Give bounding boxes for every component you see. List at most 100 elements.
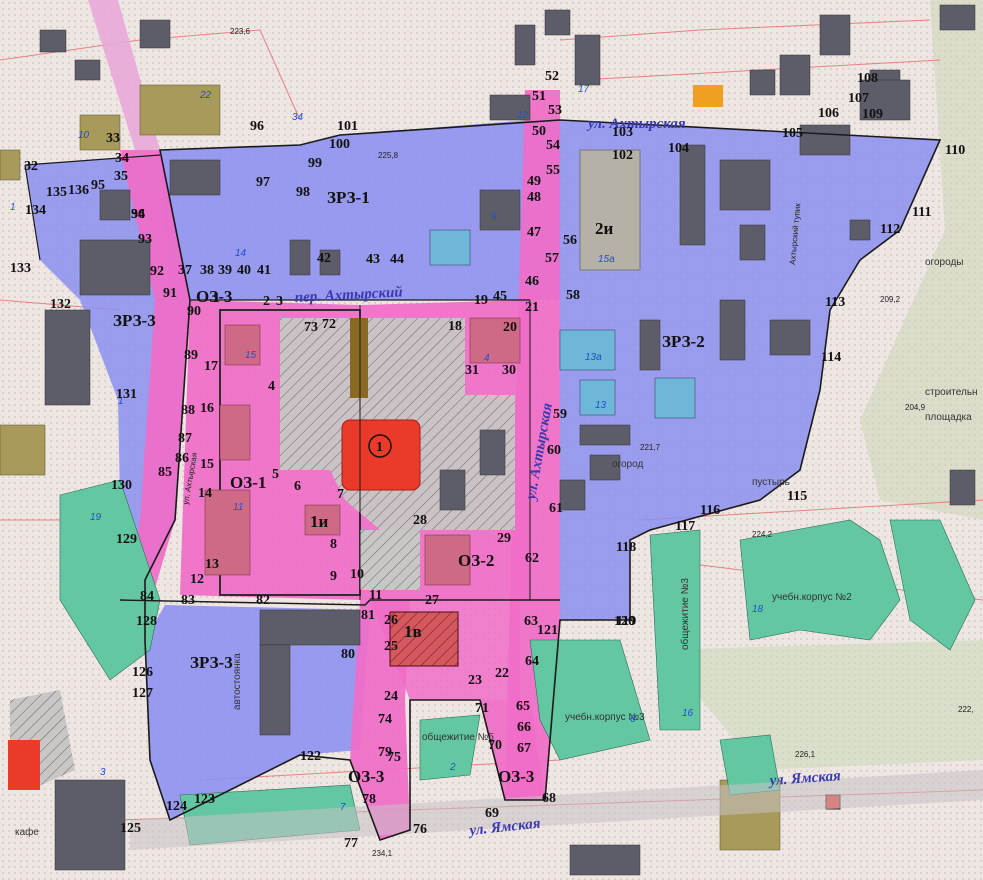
zone-label-zrz3-top: ЗРЗ-3: [113, 311, 156, 330]
blue-number: 16: [682, 708, 694, 719]
boundary-point-number: 80: [341, 647, 355, 662]
street-label-per-akhtyrsky: пер. Ахтырский: [294, 284, 403, 306]
boundary-point-number: 39: [218, 263, 232, 278]
boundary-point-number: 50: [532, 124, 546, 139]
boundary-point-number: 96: [250, 119, 264, 134]
boundary-point-number: 92: [150, 264, 164, 279]
zone-inner-line: [119, 599, 560, 606]
boundary-point-number: 110: [945, 143, 965, 158]
boundary-point-number: 58: [566, 288, 580, 303]
boundary-point-number: 129: [116, 532, 137, 547]
zone-label-zrz2: ЗРЗ-2: [662, 332, 705, 351]
boundary-point-number: 48: [527, 190, 541, 205]
boundary-point-number: 102: [612, 148, 633, 163]
boundary-point-number: 99: [308, 156, 322, 171]
boundary-point-number: 26: [384, 613, 398, 628]
boundary-point-number: 45: [493, 289, 507, 304]
boundary-point-number: 111: [912, 205, 931, 220]
boundary-point-number: 54: [546, 138, 560, 153]
boundary-point-number: 101: [337, 119, 358, 134]
boundary-point-number: 28: [413, 513, 427, 528]
boundary-point-number: 132: [50, 297, 71, 312]
label-pustyr: пустырь: [752, 477, 790, 488]
boundary-point-number: 18: [448, 319, 462, 334]
boundary-point-number: 41: [257, 263, 271, 278]
zone-label-oz2: ОЗ-2: [458, 551, 494, 570]
boundary-point-number: 119: [616, 614, 636, 629]
spot-height: 204,9: [905, 403, 926, 412]
boundary-point-number: 82: [256, 593, 270, 608]
boundary-point-number: 67: [517, 741, 531, 756]
label-kafe: кафе: [15, 826, 39, 838]
boundary-point-number: 11: [369, 588, 382, 603]
spot-height: 224,2: [752, 530, 773, 539]
boundary-point-number: 136: [68, 183, 89, 198]
building-label-ucheb3: учебн.корпус №3: [565, 711, 645, 723]
boundary-point-number: 104: [668, 141, 689, 156]
boundary-point-number: 75: [387, 750, 401, 765]
label-ploshch: площадка: [925, 412, 972, 423]
boundary-point-number: 91: [163, 286, 177, 301]
blue-number: 17: [578, 84, 590, 95]
blue-number: 18: [752, 604, 764, 615]
boundary-point-number: 5: [272, 467, 279, 482]
boundary-point-number: 37: [178, 263, 192, 278]
boundary-point-number: 66: [517, 720, 531, 735]
boundary-point-number: 89: [184, 348, 198, 363]
zone-label-zrz3-bottom: ЗРЗ-3: [190, 653, 233, 672]
zone-inner-line: [359, 300, 531, 600]
boundary-point-number: 24: [384, 689, 398, 704]
zone-label-zrz1: ЗРЗ-1: [327, 188, 370, 207]
boundary-point-number: 95: [91, 178, 105, 193]
object-1-marker: [368, 434, 392, 458]
boundary-point-number: 100: [329, 137, 350, 152]
spot-height: 223,6: [230, 27, 251, 36]
object-1-label: 1: [376, 440, 383, 455]
boundary-point-number: 133: [10, 261, 31, 276]
boundary-point-number: 38: [200, 263, 214, 278]
blue-number: 6: [630, 714, 636, 725]
zone-label-oz3-right: ОЗ-3: [498, 767, 534, 786]
boundary-point-number: 27: [425, 593, 439, 608]
boundary-point-number: 25: [384, 639, 398, 654]
terrain-area: [860, 0, 983, 520]
boundary-point-number: 4: [268, 379, 275, 394]
boundary-point-number: 35: [114, 169, 128, 184]
boundary-point-number: 40: [237, 263, 251, 278]
boundary-point-number: 13: [205, 557, 219, 572]
boundary-point-number: 121: [537, 623, 558, 638]
boundary-point-number: 113: [825, 295, 845, 310]
street-label-yamskaya: ул. Ямская: [767, 768, 841, 789]
boundary-point-number: 51: [532, 89, 546, 104]
boundary-point-number: 34: [115, 151, 129, 166]
boundary-point-number: 106: [818, 106, 839, 121]
blue-number: 7: [340, 802, 346, 813]
boundary-point-number: 97: [256, 175, 270, 190]
blue-number: 22: [199, 90, 212, 101]
boundary-point-number: 49: [527, 174, 541, 189]
boundary-point-number: 56: [563, 233, 577, 248]
boundary-point-number: 90: [187, 304, 201, 319]
boundary-point-number: 126: [132, 665, 153, 680]
boundary-point-number: 65: [516, 699, 530, 714]
boundary-point-number: 117: [675, 519, 695, 534]
boundary-point-number: 94: [131, 207, 145, 222]
boundary-point-number: 44: [390, 252, 404, 267]
boundary-point-number: 12: [190, 572, 204, 587]
spot-height: 225,8: [378, 151, 399, 160]
label-ogorod: огород: [612, 459, 643, 470]
orange-building: [693, 85, 723, 107]
boundary-point-number: 10: [350, 567, 364, 582]
boundary-point-number: 71: [475, 701, 489, 716]
boundary-point-number: 16: [200, 401, 214, 416]
object-2i-building: [579, 149, 641, 271]
boundary-point-number: 21: [525, 300, 539, 315]
label-ogorody: огороды: [925, 257, 963, 268]
zone-label-oz3-top: ОЗ-3: [196, 287, 232, 306]
yamskaya-road: [130, 770, 983, 850]
boundary-point-number: 57: [545, 251, 559, 266]
blue-number: 11: [233, 502, 243, 513]
blue-number: 2: [449, 762, 456, 773]
